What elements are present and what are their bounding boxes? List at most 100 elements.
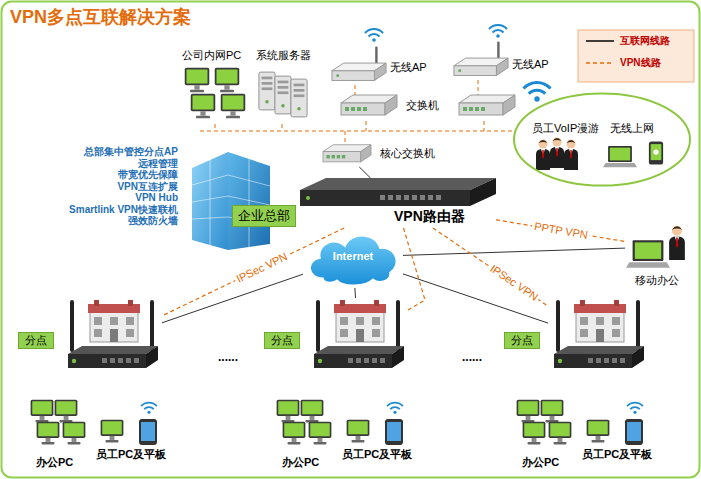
drawing-part xyxy=(484,121,485,131)
ap-icon xyxy=(332,48,386,81)
device-node: 公司内网PC xyxy=(180,65,250,123)
drawing-part xyxy=(55,400,78,423)
ap-icon xyxy=(454,43,508,76)
drawing-part xyxy=(301,400,324,423)
lan-bus xyxy=(200,80,515,146)
drawing-part xyxy=(436,195,441,200)
drawing-part xyxy=(387,403,403,414)
drawing-part xyxy=(277,400,300,423)
device-node: 核心交换机 xyxy=(318,143,376,167)
internet-link xyxy=(359,167,370,178)
drawing-part xyxy=(101,420,124,443)
node-text: 公司内网PC xyxy=(182,49,241,62)
drawing-part xyxy=(428,195,433,200)
label: ...... xyxy=(462,350,482,364)
device-node: 移动办公 xyxy=(625,222,690,272)
node-text: 分点 xyxy=(264,332,300,349)
drawing-part xyxy=(549,422,572,445)
mobile-office-icon xyxy=(626,226,685,268)
drawing-part xyxy=(37,422,60,445)
drawing-part xyxy=(192,152,228,250)
wifi-symbol xyxy=(489,25,507,38)
drawing-part xyxy=(68,300,158,368)
device-node: 无线AP xyxy=(330,45,388,85)
label: 办公PC xyxy=(282,456,319,469)
switch-icon xyxy=(459,95,515,115)
drawing-part xyxy=(275,76,291,114)
bubble-node: 员工VoIP漫游无线上网 xyxy=(512,92,692,187)
device-node: 分点 xyxy=(62,298,162,382)
bubble-shape xyxy=(512,92,692,187)
device-node: 交换机 xyxy=(338,93,400,121)
internet-link xyxy=(403,248,625,255)
drawing-part xyxy=(191,94,216,119)
drawing-part xyxy=(259,72,275,110)
drawing-part xyxy=(380,195,385,200)
label-box: 企业总部 xyxy=(232,205,296,227)
drawing-part xyxy=(550,138,564,169)
drawing-part xyxy=(192,159,270,247)
feature-item: VPN互连扩展 xyxy=(8,181,178,193)
label: 员工PC及平板 xyxy=(582,448,652,461)
node-text: 无线上网 xyxy=(610,122,654,135)
drawing-part xyxy=(627,403,643,414)
drawing-part xyxy=(523,422,546,445)
cloud-node: Internet xyxy=(303,226,403,288)
drawing-part xyxy=(536,140,550,171)
bubble-outline xyxy=(514,94,690,186)
feature-item: 强效防火墙 xyxy=(8,215,178,227)
wifi-symbol xyxy=(524,82,551,101)
node-text: 交换机 xyxy=(406,99,439,112)
drawing-part xyxy=(554,300,644,368)
wifi-symbol xyxy=(365,29,383,42)
drawing-part xyxy=(300,190,470,206)
node-text: 员工VoIP漫游 xyxy=(532,122,599,135)
device-node: VPN路由器 xyxy=(296,178,496,228)
legend-text: 互联网线路 xyxy=(620,34,670,48)
drawing-part xyxy=(396,195,401,200)
drawing-part xyxy=(291,79,307,117)
drawing-part xyxy=(603,146,637,167)
drawing-part xyxy=(587,420,610,443)
drawing-part xyxy=(300,178,496,190)
drawing-part xyxy=(541,400,564,423)
drawing-part xyxy=(139,419,157,445)
drawing-part xyxy=(345,131,346,146)
internet-link xyxy=(162,274,303,323)
label: 办公PC xyxy=(36,456,73,469)
drawing-part xyxy=(309,422,332,445)
drawing-part xyxy=(249,159,250,247)
drawing-part xyxy=(420,195,425,200)
node-text: 移动办公 xyxy=(635,274,679,287)
device-node: 系统服务器 xyxy=(256,65,310,123)
drawing-part xyxy=(517,400,540,423)
core-switch-icon xyxy=(323,145,371,162)
drawing-part xyxy=(347,420,370,443)
drawing-part xyxy=(388,195,393,200)
drawing-part xyxy=(380,195,441,200)
switch-icon xyxy=(341,95,397,115)
drawing-part xyxy=(478,80,479,96)
node-text: 企业总部 xyxy=(238,208,290,224)
feature-item: 总部集中管控分点AP xyxy=(8,146,178,158)
legend-samples xyxy=(586,41,614,63)
drawing-part xyxy=(470,178,496,206)
legend-box xyxy=(578,30,694,82)
drawing-part xyxy=(228,152,270,250)
title: VPN多点互联解决方案 xyxy=(10,5,191,29)
node-text: Internet xyxy=(333,250,373,263)
feature-item: 远程管理 xyxy=(8,158,178,170)
drawing-part xyxy=(282,124,283,131)
drawing-part xyxy=(412,195,417,200)
node-text: 无线AP xyxy=(390,61,427,74)
feature-item: 带宽优先保障 xyxy=(8,169,178,181)
vpn-router-icon xyxy=(300,178,496,206)
drawing-part xyxy=(366,121,367,131)
node-text: VPN路由器 xyxy=(394,208,465,225)
drawing-part xyxy=(626,240,670,268)
drawing-part xyxy=(564,140,578,171)
vpn-link xyxy=(433,228,548,306)
node-text: 分点 xyxy=(504,332,540,349)
legend-text: VPN线路 xyxy=(620,56,661,70)
